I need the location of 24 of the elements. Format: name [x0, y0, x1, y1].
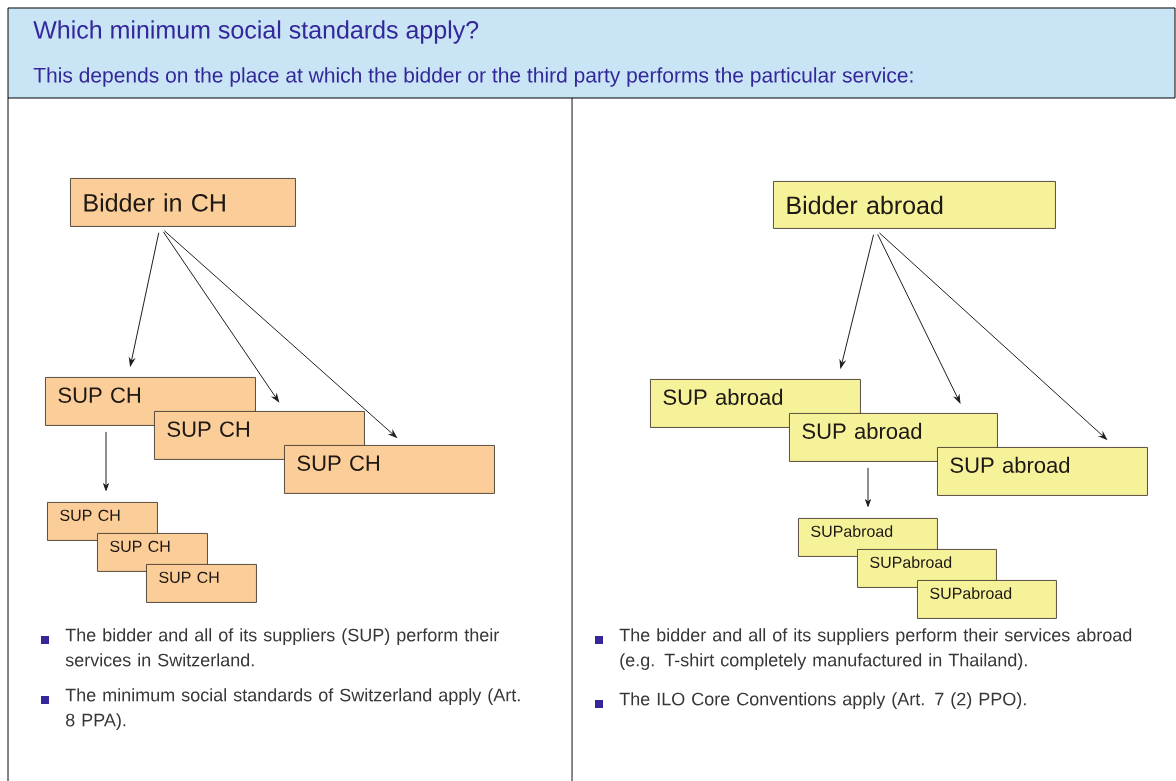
bidder-box: Bidder abroad [773, 181, 1056, 229]
arrow [129, 232, 160, 367]
arrow [877, 233, 961, 404]
supplier-box: SUPabroad [857, 549, 997, 588]
supplier-box: SUP CH [97, 533, 208, 572]
bidder-box: Bidder in CH [70, 178, 296, 227]
arrow [164, 230, 397, 438]
supplier-box: SUPabroad [917, 580, 1057, 619]
bullet-text: The bidder and all of its suppliers perform their services abroad (e.g. T-shirt completely manufactured in Thailand). [619, 628, 1132, 670]
bullet-text: The ILO Core Conventions apply (Art. 7 (2) PPO). [619, 692, 1026, 709]
subtitle: This depends on the place at which the bidder or the third party performs the particular service: [33, 67, 913, 87]
supplier-box: SUPabroad [798, 518, 938, 557]
arrow [878, 232, 1107, 440]
supplier-box: SUP abroad [937, 447, 1148, 496]
arrow [839, 234, 875, 369]
arrow [103, 431, 109, 491]
bullet-text: The bidder and all of its suppliers (SUP) perform their services in Switzerland. [65, 628, 499, 667]
supplier-box: SUP CH [284, 445, 495, 494]
arrow [162, 231, 280, 402]
bullet-text: The minimum social standards of Switzerland apply (Art. 8 PPA). [65, 688, 520, 730]
title: Which minimum social standards apply? [33, 20, 479, 44]
supplier-box: SUP CH [47, 502, 158, 541]
supplier-box: SUP CH [146, 564, 257, 603]
arrow [865, 467, 871, 507]
